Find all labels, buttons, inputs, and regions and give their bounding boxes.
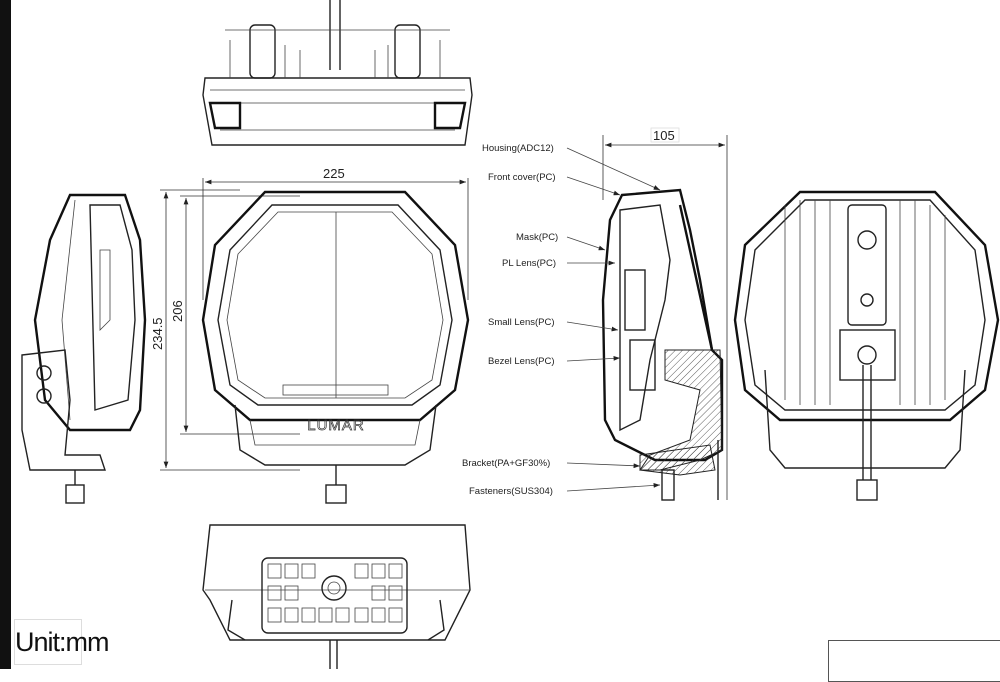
label-mask: Mask(PC)	[516, 232, 606, 251]
heatsink-grid	[267, 563, 403, 623]
svg-text:Fasteners(SUS304): Fasteners(SUS304)	[469, 486, 553, 497]
overall-height-dimension: 234.5	[150, 317, 165, 350]
svg-text:Small Lens(PC): Small Lens(PC)	[488, 317, 555, 328]
label-bracket: Bracket(PA+GF30%)	[462, 458, 641, 469]
inner-height-dimension: 206	[170, 300, 185, 322]
label-bezel-lens: Bezel Lens(PC)	[488, 355, 621, 367]
rear-view	[733, 190, 1000, 501]
svg-text:Front cover(PC): Front cover(PC)	[488, 172, 556, 183]
svg-text:Bracket(PA+GF30%): Bracket(PA+GF30%)	[462, 458, 550, 469]
side-view	[21, 193, 147, 504]
label-pl-lens: PL Lens(PC)	[502, 258, 615, 269]
unit-label: Unit:mm	[14, 619, 110, 665]
label-front-cover: Front cover(PC)	[488, 172, 621, 196]
label-small-lens: Small Lens(PC)	[488, 317, 619, 332]
svg-text:Housing(ADC12): Housing(ADC12)	[482, 143, 554, 154]
part-labels: Housing(ADC12) Front cover(PC) Mask(PC) …	[462, 143, 661, 497]
svg-text:PL Lens(PC): PL Lens(PC)	[502, 258, 556, 269]
section-view: 105	[601, 127, 728, 501]
title-block-frame	[828, 640, 1000, 682]
depth-dimension: 105	[653, 128, 675, 143]
left-edge-bar	[0, 0, 11, 669]
label-fasteners: Fasteners(SUS304)	[469, 483, 661, 497]
width-dimension: 225	[323, 166, 345, 181]
svg-text:Mask(PC): Mask(PC)	[516, 232, 558, 243]
brand-logo: LUMAR	[307, 417, 365, 434]
svg-text:Bezel Lens(PC): Bezel Lens(PC)	[488, 356, 555, 367]
label-housing: Housing(ADC12)	[482, 143, 661, 191]
front-view: 225 206 234.5 LUMAR	[150, 166, 470, 504]
bottom-view	[202, 524, 471, 669]
top-view	[202, 0, 473, 146]
